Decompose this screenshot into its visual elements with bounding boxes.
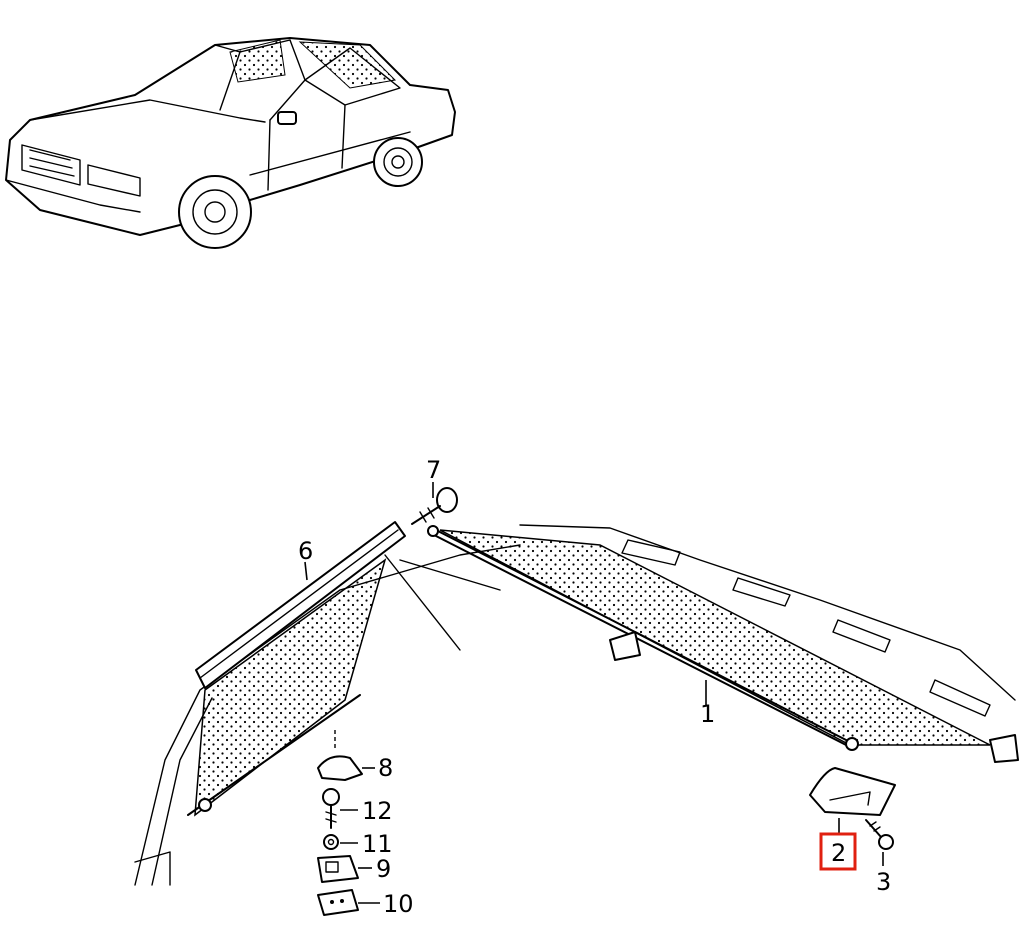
screw-part-12 [322, 788, 340, 829]
rear-sunblind-part-1 [427, 525, 1019, 763]
screw-part-3 [865, 819, 894, 850]
side-sunblind-part-6 [187, 521, 406, 817]
leader-lines [304, 482, 884, 904]
callout-2: 2 [831, 839, 846, 867]
cap-part-8 [317, 755, 363, 781]
callout-3: 3 [876, 868, 891, 896]
plate-part-10 [317, 889, 359, 916]
callout-7: 7 [426, 456, 441, 484]
callout-8: 8 [378, 754, 393, 782]
screw-part-7 [411, 487, 458, 525]
rear-shelf-vents [621, 539, 991, 717]
callout-11: 11 [362, 830, 393, 858]
callout-1: 1 [700, 700, 715, 728]
car-illustration [5, 37, 456, 249]
callout-10: 10 [383, 890, 414, 918]
clip-part-9 [317, 855, 359, 883]
callout-6: 6 [298, 537, 313, 565]
washer-part-11 [323, 834, 339, 850]
callouts: 7 6 1 8 12 11 9 10 2 3 [298, 456, 891, 918]
callout-12: 12 [362, 797, 393, 825]
holder-part-2 [809, 767, 896, 816]
callout-9: 9 [376, 855, 391, 883]
callout-2-highlight-box [819, 832, 857, 871]
